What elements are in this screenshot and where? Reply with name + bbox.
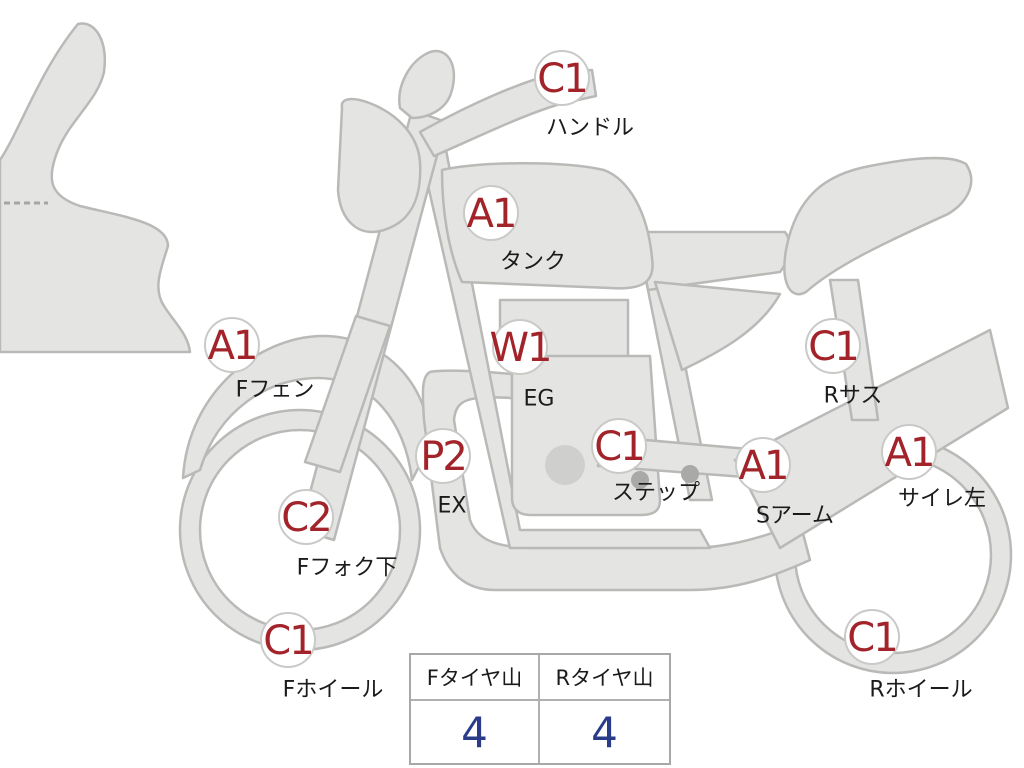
- swing-arm-shape: [733, 328, 1010, 550]
- tank-grade-circle: [463, 185, 519, 241]
- step-label: ステップ: [612, 481, 700, 506]
- exhaust-grade: P2: [420, 434, 466, 480]
- r-wheel-grade: C1: [847, 615, 896, 661]
- f-fender-label: Fフェン: [236, 378, 315, 403]
- f-fender-grade: A1: [208, 323, 257, 369]
- step-grade: C1: [594, 424, 643, 470]
- step-grade-circle: [591, 418, 647, 474]
- r-wheel-label: Rホイール: [869, 678, 972, 703]
- windscreen-shape: [0, 22, 192, 354]
- f-wheel-grade: C1: [263, 618, 312, 664]
- tank-grade: A1: [467, 191, 516, 237]
- r-suspension-grade-circle: [805, 318, 861, 374]
- handle-grade: C1: [537, 56, 586, 102]
- f-wheel-label: Fホイール: [283, 678, 384, 703]
- side-cover-left-grade-circle: [881, 424, 937, 480]
- f-fork-lower-grade-circle: [278, 489, 334, 545]
- tank-label: タンク: [500, 250, 566, 275]
- r-wheel-grade-circle: [844, 609, 900, 665]
- swing-arm-label: Sアーム: [756, 504, 834, 529]
- tail-shape: [783, 156, 973, 296]
- engine-grade-circle: [492, 319, 548, 375]
- engine-label: EG: [524, 387, 555, 412]
- handle-grade-circle: [534, 50, 590, 106]
- f-wheel-grade-circle: [260, 612, 316, 668]
- side-cover-left-grade: A1: [885, 430, 934, 476]
- exhaust-shape: [421, 369, 812, 592]
- handle-label: ハンドル: [546, 116, 634, 141]
- front-tire-value: 4: [411, 701, 540, 763]
- f-fender-grade-circle: [204, 317, 260, 373]
- front-tire-header: Fタイヤ山: [411, 655, 540, 701]
- r-suspension-grade: C1: [808, 324, 857, 370]
- swing-arm-grade-circle: [735, 437, 791, 493]
- f-fork-lower-label: Fフォク下: [297, 556, 398, 581]
- engine-grade: W1: [490, 325, 551, 371]
- headlight-shape: [336, 97, 422, 234]
- exhaust-grade-circle: [415, 428, 471, 484]
- f-fork-lower-grade: C2: [281, 495, 330, 541]
- side-cover-left-label: サイレ左: [898, 487, 986, 512]
- rear-tire-value: 4: [591, 707, 618, 757]
- mirror-shape: [398, 49, 456, 120]
- r-suspension-label: Rサス: [824, 384, 883, 409]
- swing-arm-grade: A1: [739, 443, 788, 489]
- exhaust-label: EX: [438, 494, 467, 519]
- side-panel-shape: [653, 280, 782, 372]
- tire-tread-table: Fタイヤ山 Rタイヤ山 4 4: [409, 653, 671, 765]
- rear-tire-header: Rタイヤ山: [540, 655, 669, 701]
